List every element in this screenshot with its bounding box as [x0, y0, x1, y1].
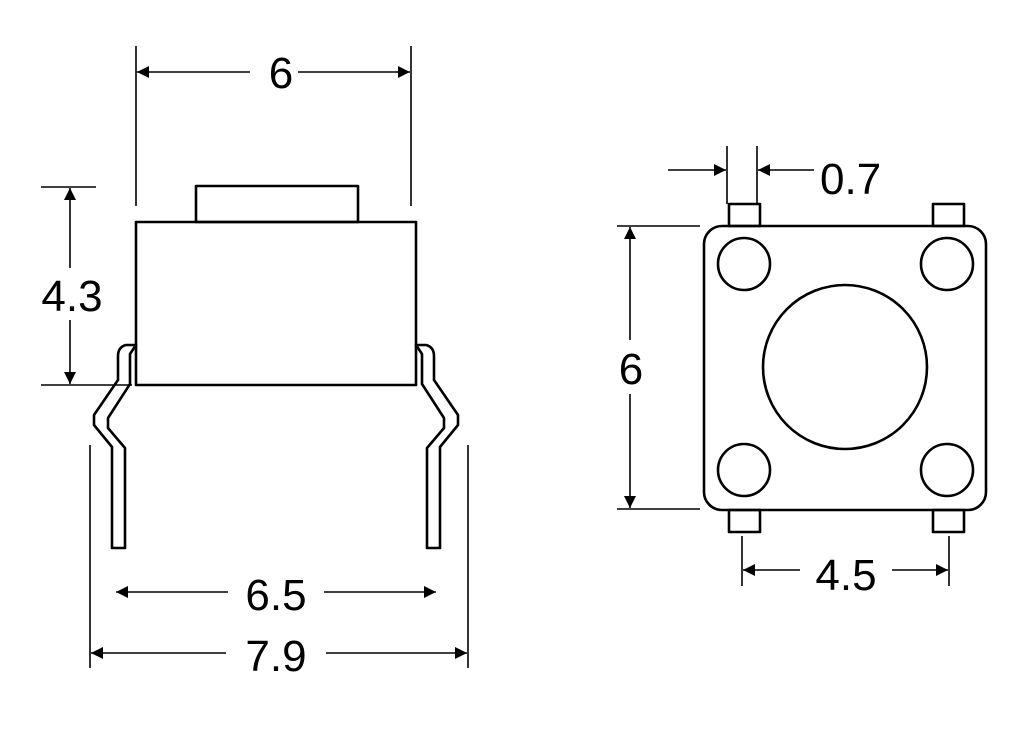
corner-boss-top-left	[716, 236, 772, 292]
dim-label-lead-outer: 7.9	[245, 632, 306, 681]
dim-label-lead-inner: 6.5	[245, 571, 306, 620]
button-circle	[761, 283, 929, 451]
right-lead	[414, 343, 460, 550]
dim-label-top-width: 6	[269, 49, 293, 98]
corner-boss-top-right	[919, 236, 975, 292]
dim-label-pin-width: 0.7	[820, 155, 881, 204]
side-view: 6 4.3 6.5 7.9	[26, 46, 469, 681]
switch-body-outline	[134, 220, 418, 387]
corner-boss-bottom-right	[919, 442, 975, 498]
dim-label-body: 6	[619, 345, 643, 394]
plunger-outline	[194, 184, 360, 224]
top-view: 0.7 6 4.5	[606, 146, 988, 600]
pin-top-right	[931, 202, 966, 228]
pin-bottom-left	[727, 508, 762, 534]
left-lead	[92, 343, 138, 550]
pin-top-left	[727, 202, 762, 228]
top-body-outline	[702, 224, 988, 512]
pin-bottom-right	[931, 508, 966, 534]
dim-label-pin-pitch: 4.5	[815, 551, 876, 600]
corner-boss-bottom-left	[716, 442, 772, 498]
dim-label-height: 4.3	[41, 272, 102, 321]
